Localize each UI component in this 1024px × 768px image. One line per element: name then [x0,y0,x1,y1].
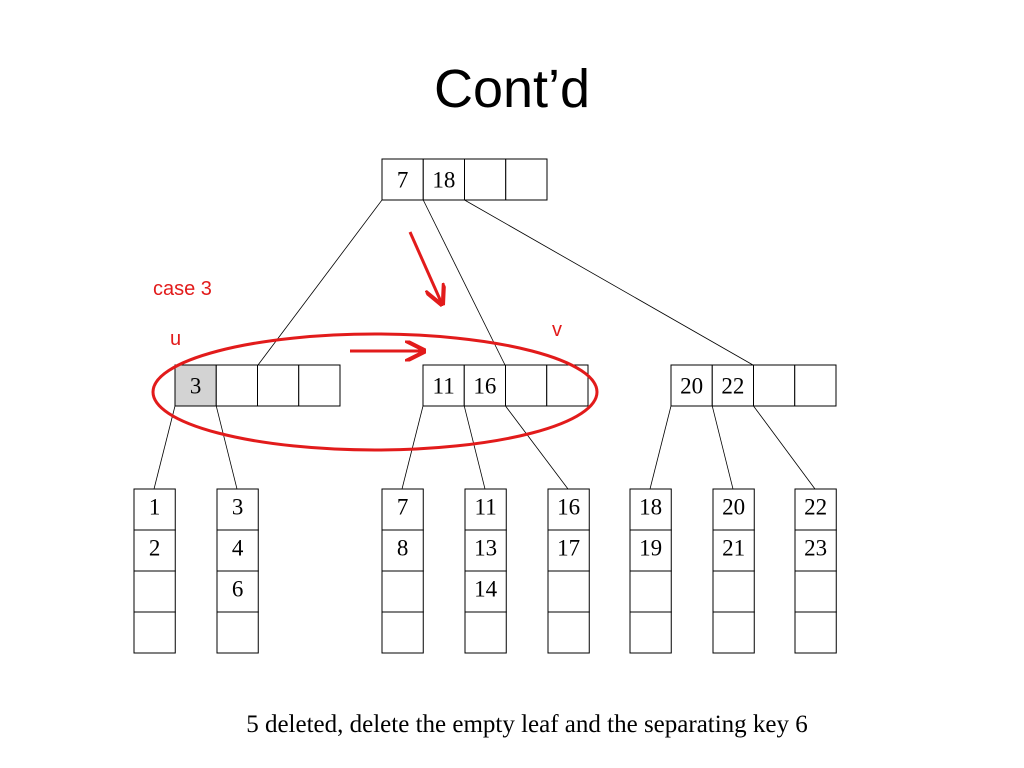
leaf-node-key: 23 [804,536,827,561]
leaf-node-key: 13 [474,536,497,561]
internal-edge [401,405,424,490]
leaf-node-cell [712,488,755,531]
annotation-overlay [151,231,599,452]
leaf-node-key: 16 [557,495,580,520]
root-edge [422,199,506,366]
v-label: v [552,319,562,341]
leaf-node-key: 17 [557,536,580,561]
internal-node-cell [794,364,837,407]
leaf-node-key: 1 [149,495,161,520]
leaf-node-cell [712,570,755,613]
internal-node: 3 [174,364,341,407]
leaf-node-key: 20 [722,495,745,520]
slide-caption: 5 deleted, delete the empty leaf and the… [246,711,808,738]
leaf-node-cell [547,611,590,654]
leaf-node-cell [133,611,176,654]
root-edge [464,199,754,366]
internal-edge [711,405,734,490]
leaf-node-cell [629,529,672,572]
leaf-node-cell [794,611,837,654]
leaf-node-cell [381,529,424,572]
internal-edge [505,405,569,490]
leaf-node-cell [133,488,176,531]
internal-edge [153,405,176,490]
internal-node-key: 20 [680,374,703,399]
tree-edges [153,199,816,490]
case-label: case 3 [153,278,212,300]
leaf-node-cell [712,529,755,572]
internal-node-cell [711,364,754,407]
leaf-node-cell [381,611,424,654]
leaf-node-cell [712,611,755,654]
internal-node-cell [257,364,300,407]
root-node-cell [464,158,507,201]
slide-title: Cont’d [433,59,591,119]
down-arrow [408,231,442,304]
leaf-node-key: 19 [639,536,662,561]
leaf-node-key: 8 [397,536,409,561]
leaf-node-cell [216,611,259,654]
leaf-node-key: 7 [397,495,409,520]
leaf-node-cell [794,488,837,531]
internal-node-key: 16 [473,374,496,399]
root-node-key: 18 [432,168,455,193]
internal-edge [753,405,816,490]
leaf-node-key: 18 [639,495,662,520]
leaf-node-key: 3 [232,495,244,520]
leaf-node-cell [629,611,672,654]
root-node: 7 18 [381,158,548,201]
leaf-node: 22 23 [794,488,837,654]
leaf-node: 78 [381,488,424,654]
leaf-node: 11 13 14 [464,488,507,654]
leaf-node-cell [216,529,259,572]
leaf-node-cell [629,570,672,613]
u-label: u [170,328,182,350]
leaf-node-key: 11 [475,495,497,520]
internal-node-cell [505,364,548,407]
internal-node-cell [670,364,713,407]
internal-node-cell [753,364,796,407]
leaf-node-cell [216,488,259,531]
leaf-node-cell [794,529,837,572]
leaf-node-key: 21 [722,536,745,561]
leaf-node-cell [381,570,424,613]
leaf-node-key: 6 [232,577,244,602]
internal-node-key: 11 [433,374,455,399]
internal-node: 11 16 [422,364,589,407]
leaf-node-cell [464,611,507,654]
leaf-node: 3 4 6 [216,488,259,654]
leaf-node-cell [464,488,507,531]
root-edge [257,199,383,366]
leaf-node-key: 22 [804,495,827,520]
leaf-node-cell [629,488,672,531]
internal-node-key: 22 [721,374,744,399]
root-node-cell [505,158,548,201]
leaf-node-key: 2 [149,536,161,561]
internal-edge [649,405,672,490]
leaf-node-cell [133,570,176,613]
internal-edge [215,405,238,490]
leaf-node-key: 14 [474,577,498,602]
internal-edge [463,405,486,490]
leaf-node-cell [133,529,176,572]
leaf-node-cell [794,570,837,613]
merge-highlight-ellipse [151,332,599,452]
leaf-node: 12 [133,488,176,654]
internal-node-cell [215,364,258,407]
leaf-node-cell [547,570,590,613]
leaf-node-key: 4 [232,536,244,561]
internal-node-key: 3 [190,374,202,399]
internal-node-cell [298,364,341,407]
root-node-key: 7 [397,168,409,193]
